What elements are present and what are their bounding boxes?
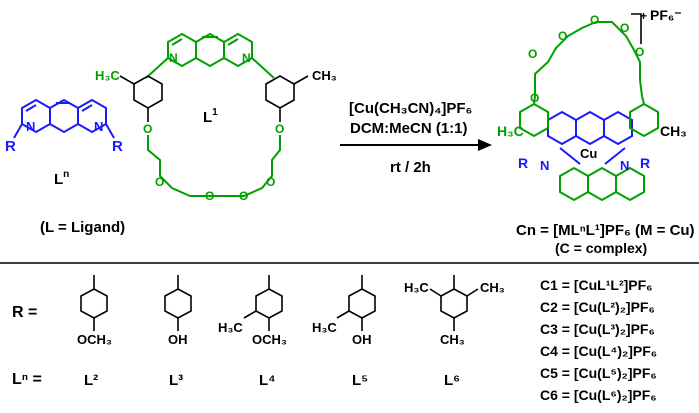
l1-n1: N [169,51,178,65]
complex-n1: N [540,158,549,173]
complex-o4: O [620,21,629,35]
complex-o5: O [635,45,644,59]
l1-o5: O [239,189,248,203]
complexes-list: C1 = [CuL¹L²]PF₆ C2 = [Cu(L²)₂]PF₆ C3 = … [540,277,657,403]
complex-item-c1: C1 = [CuL¹L²]PF₆ [540,277,653,293]
ln-n1: N [26,119,35,134]
complex-note: (C = complex) [555,240,647,256]
complex-r1: R [518,155,528,171]
ligand-note: (L = Ligand) [40,219,125,236]
ln-label: Ln [54,169,69,188]
reagent-line1: [Cu(CH₃CN)₄]PF₆ [349,100,472,117]
l1-o1: O [143,122,152,136]
l1-o6: O [266,175,275,189]
ln-row-label: Lⁿ = [12,371,42,388]
ln-n2: N [94,119,103,134]
l4-methyl: H₃C [218,320,243,335]
complex-o1: O [528,47,537,61]
l1-methyl-right: CH₃ [312,68,337,83]
substituent-l2 [80,275,108,331]
l1-n2: N [242,51,251,65]
reaction-conditions: rt / 2h [390,159,431,176]
l1-o3: O [155,175,164,189]
l6-methyl-left: H₃C [404,280,429,295]
reagent-line2: DCM:MeCN (1:1) [350,120,468,137]
complex-counterion: PF₆⁻ [650,7,682,23]
complex-item-c4: C4 = [Cu(L⁴)₂]PF₆ [540,343,657,359]
complex-o2: O [558,29,567,43]
complex-o3: O [590,13,599,27]
ln-r2: R [112,138,123,155]
l2-label: L² [84,372,98,389]
substituent-l3 [164,275,192,331]
complex-metal: Cu [580,146,597,161]
ligand-l1-structure [119,32,309,197]
substituent-l6 [429,275,479,331]
l5-substituent: OH [352,332,372,347]
substituent-l5 [336,275,376,331]
l6-substituent: CH₃ [440,332,465,347]
ligand-ln-structure [13,98,115,139]
complex-methyl-right: CH₃ [660,123,687,139]
l1-label: L1 [203,107,218,126]
l4-label: L⁴ [259,372,276,389]
l3-substituent: OH [168,332,188,347]
complex-charge: + [640,9,647,23]
complex-item-c6: C6 = [Cu(L⁶)₂]PF₆ [540,387,657,403]
l2-substituent: OCH₃ [77,332,112,347]
l6-label: L⁶ [444,372,460,389]
l3-label: L³ [169,372,183,389]
complex-o6: O [530,91,539,105]
complex-r2: R [640,155,650,171]
complex-n2: N [620,158,629,173]
reaction-arrowhead [478,139,492,151]
complex-item-c2: C2 = [Cu(L²)₂]PF₆ [540,299,655,315]
complex-item-c3: C3 = [Cu(L³)₂]PF₆ [540,321,655,337]
complex-methyl-left: H₃C [497,123,524,139]
l1-o4: O [205,189,214,203]
substituent-l4 [243,275,283,331]
l1-methyl-left: H₃C [95,68,120,83]
l1-o2: O [275,122,284,136]
l4-substituent: OCH₃ [252,332,287,347]
complex-formula: Cn = [MLⁿL¹]PF₆ (M = Cu) [516,222,695,239]
complex-item-c5: C5 = [Cu(L⁵)₂]PF₆ [540,365,657,381]
l6-methyl-right: CH₃ [480,280,505,295]
l5-label: L⁵ [352,372,368,389]
complex-structure [519,13,659,202]
r-label: R = [12,304,37,321]
l5-methyl: H₃C [312,320,337,335]
ln-r1: R [5,138,16,155]
